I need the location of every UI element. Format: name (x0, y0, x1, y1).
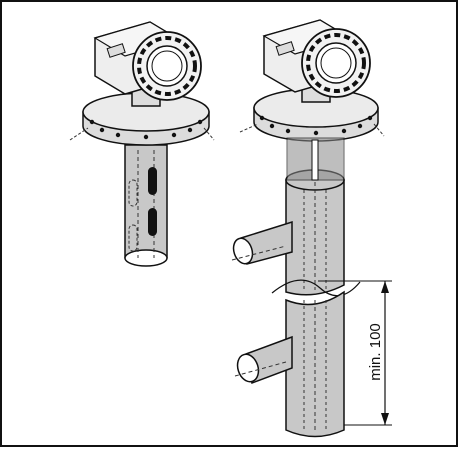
left-assembly (69, 21, 215, 267)
arrow-up-icon (381, 281, 389, 293)
flange (239, 88, 385, 181)
housing-cover (132, 31, 202, 101)
dimension-label: min. 100 (367, 323, 384, 381)
pipe-slot (148, 167, 157, 195)
housing-cover (301, 28, 371, 98)
bypass-pipe-lower (285, 290, 345, 438)
side-connection-upper (231, 220, 293, 265)
flange (69, 92, 215, 146)
pipe-slot (148, 208, 157, 236)
arrow-down-icon (381, 413, 389, 425)
transmitter-housing (262, 19, 371, 103)
side-connection-lower (234, 335, 293, 385)
transmitter-housing (93, 21, 202, 107)
pipe-break (271, 279, 361, 297)
stilling-well-pipe (124, 144, 168, 267)
dimension-annotation: min. 100 (318, 280, 392, 426)
right-assembly (231, 19, 385, 438)
